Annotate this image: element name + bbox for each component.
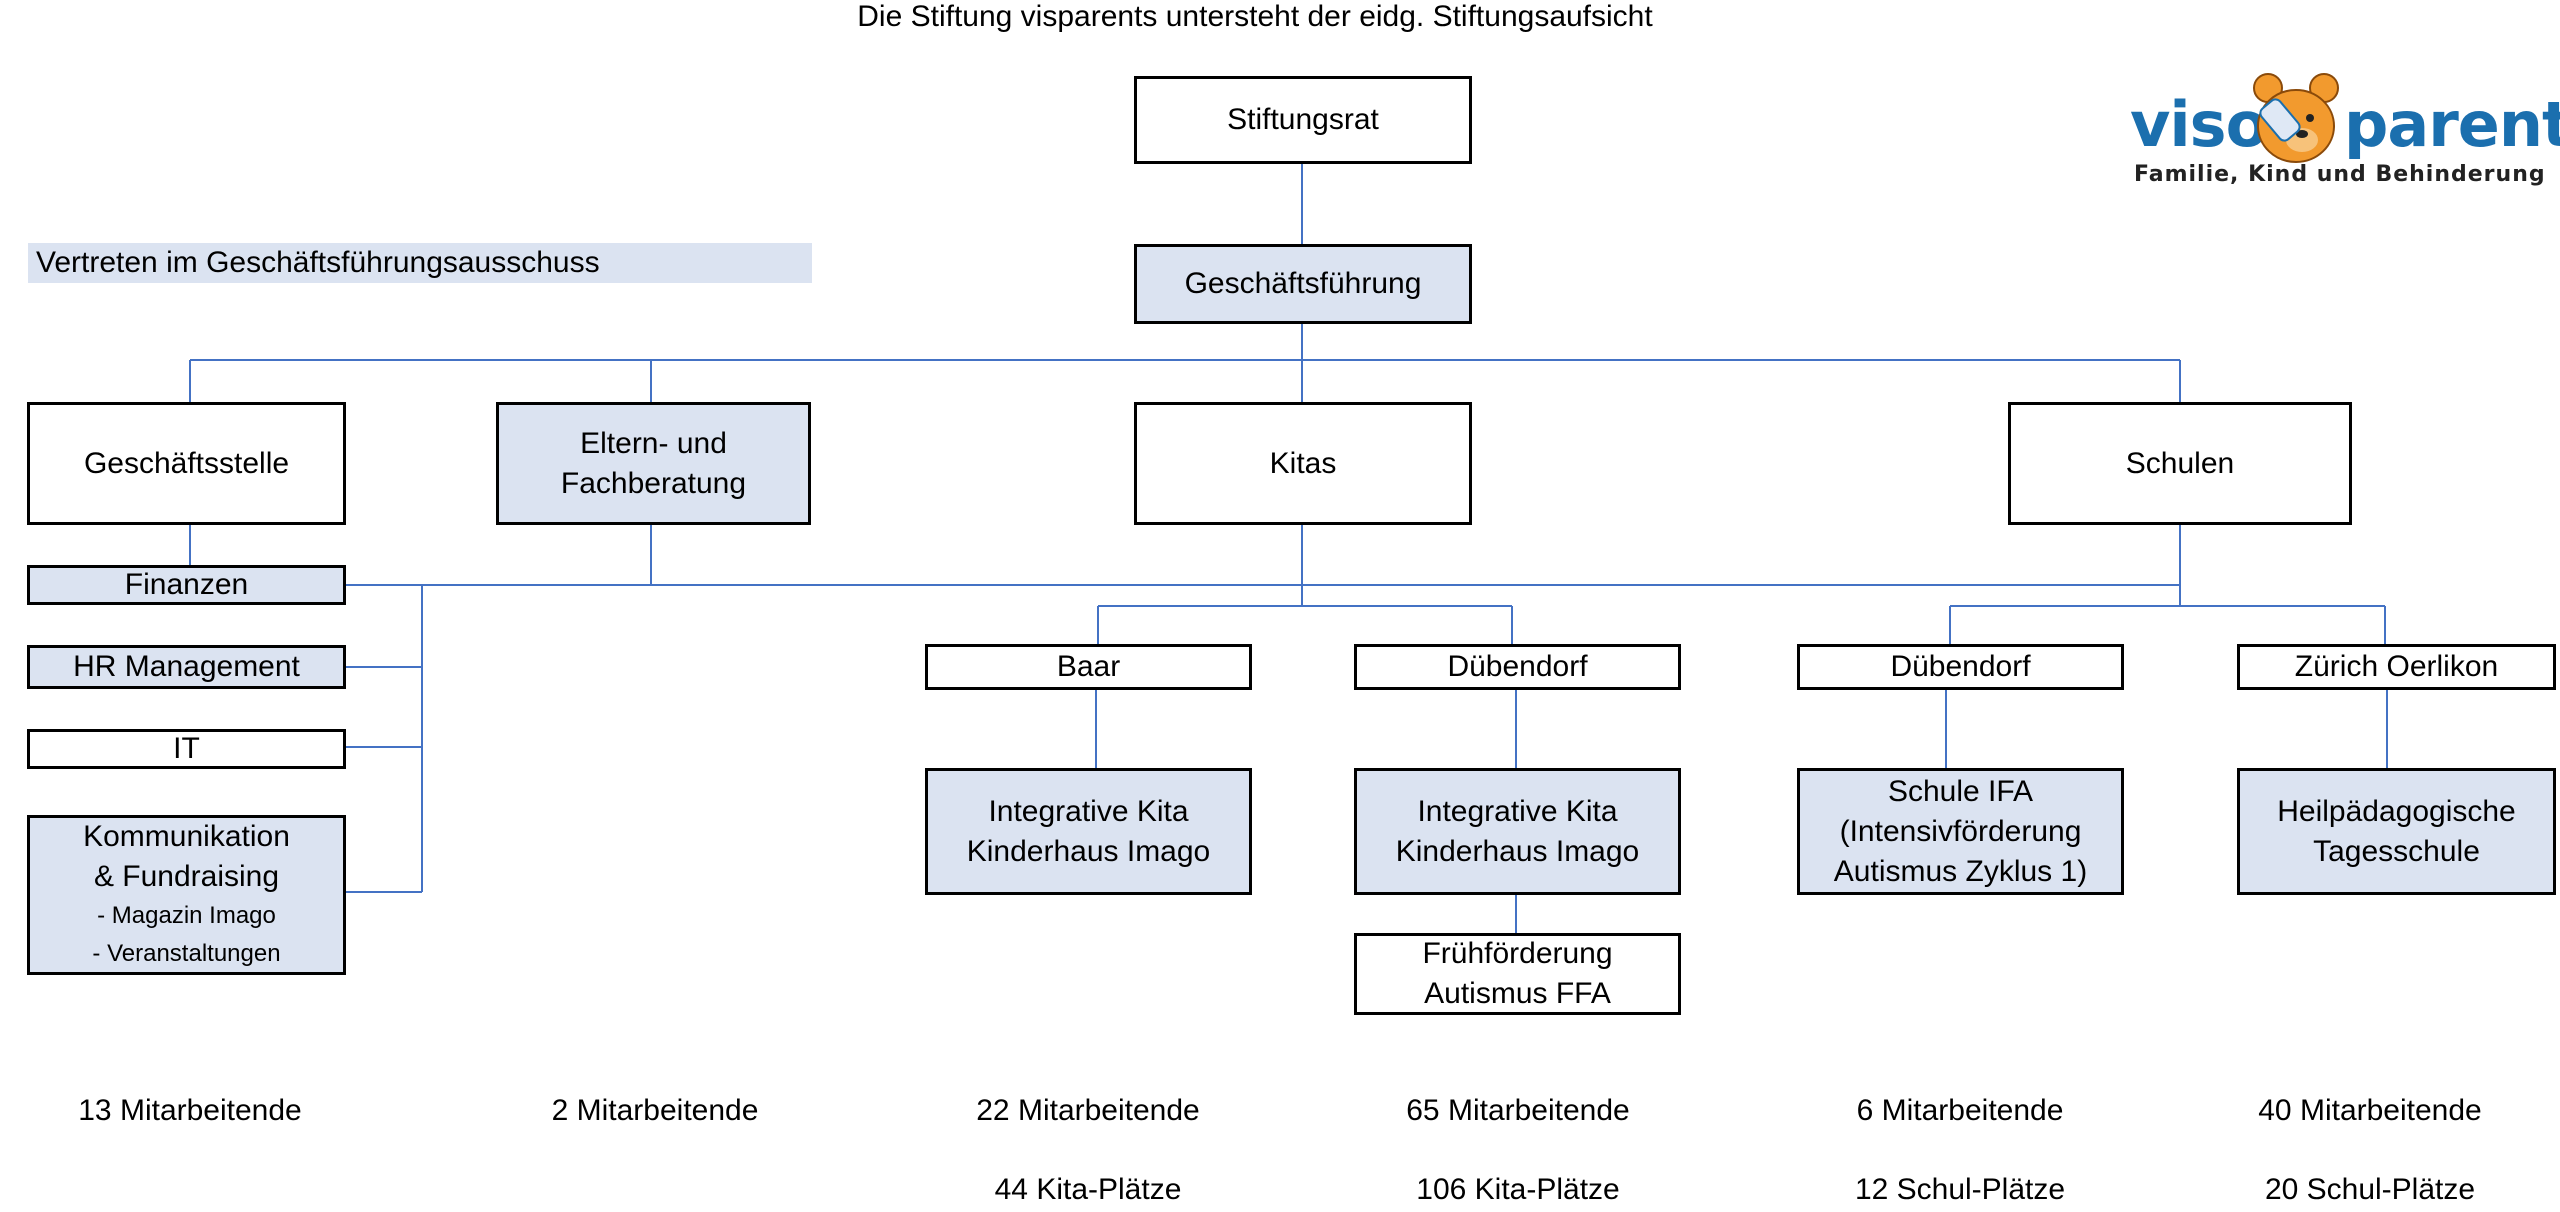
label-it: IT: [173, 732, 200, 765]
label-ffa-line2: Autismus FFA: [1424, 977, 1611, 1010]
stat-beratung-staff: 2 Mitarbeitende: [551, 1094, 759, 1127]
box-eltern-fachberatung: Eltern- und Fachberatung: [496, 402, 811, 525]
label-beratung-line2: Fachberatung: [560, 466, 747, 500]
logo-word-left: viso: [2130, 88, 2268, 161]
label-location-baar: Baar: [1056, 650, 1121, 683]
logo-tagline: Familie, Kind und Behinderung: [2134, 162, 2546, 187]
box-kitas: Kitas: [1134, 402, 1472, 525]
label-finanzen: Finanzen: [124, 568, 249, 601]
stat-duebendorf-kita-staff: 65 Mitarbeitende: [1406, 1094, 1630, 1127]
box-kita-baar: Integrative Kita Kinderhaus Imago: [925, 768, 1252, 895]
box-it: IT: [27, 729, 346, 769]
label-komm-sub2: - Veranstaltungen: [92, 940, 281, 967]
label-komm-sub1: - Magazin Imago: [97, 902, 276, 929]
box-location-duebendorf-kita: Dübendorf: [1354, 644, 1681, 690]
visoparents-logo: viso parents Familie, Kind und Behinderu…: [2128, 70, 2560, 200]
box-geschaeftsstelle: Geschäftsstelle: [27, 402, 346, 525]
logo-word-right: parents: [2344, 88, 2560, 161]
box-fruehfoerderung-ffa: Frühförderung Autismus FFA: [1354, 933, 1681, 1015]
stat-duebendorf-kita-places: 106 Kita-Plätze: [1416, 1173, 1620, 1206]
label-kita-baar-line2: Kinderhaus Imago: [966, 834, 1211, 868]
stat-zuerich-places: 20 Schul-Plätze: [2264, 1173, 2476, 1206]
label-kita-due-line1: Integrative Kita: [1417, 794, 1618, 828]
label-kita-due-line2: Kinderhaus Imago: [1395, 834, 1640, 868]
label-geschaeftsstelle: Geschäftsstelle: [83, 446, 290, 480]
box-kita-duebendorf: Integrative Kita Kinderhaus Imago: [1354, 768, 1681, 895]
label-hr-management: HR Management: [73, 650, 300, 683]
label-ffa-line1: Frühförderung: [1422, 937, 1613, 970]
box-stiftungsrat: Stiftungsrat: [1134, 76, 1472, 164]
label-komm-line1: Kommunikation: [83, 820, 290, 853]
label-stiftungsrat: Stiftungsrat: [1227, 103, 1379, 136]
legend-management-committee: Vertreten im Geschäftsführungsausschuss: [28, 243, 812, 283]
label-kita-baar-line1: Integrative Kita: [988, 794, 1189, 828]
label-location-duebendorf-schule: Dübendorf: [1890, 650, 2031, 683]
box-location-zuerich-oerlikon: Zürich Oerlikon: [2237, 644, 2556, 690]
label-hps-line1: Heilpädagogische: [2277, 794, 2516, 828]
label-ifa-line2: (Intensivförderung: [1839, 814, 2082, 848]
stat-geschaeftsstelle-staff: 13 Mitarbeitende: [78, 1094, 302, 1127]
label-beratung-line1: Eltern- und: [580, 426, 727, 460]
label-ifa-line3: Autismus Zyklus 1): [1833, 854, 2088, 888]
box-geschaeftsfuehrung: Geschäftsführung: [1134, 244, 1472, 324]
stat-baar-staff: 22 Mitarbeitende: [976, 1094, 1200, 1127]
stat-zuerich-staff: 40 Mitarbeitende: [2258, 1094, 2482, 1127]
box-location-baar: Baar: [925, 644, 1252, 690]
label-location-zuerich-oerlikon: Zürich Oerlikon: [2294, 650, 2499, 683]
box-finanzen: Finanzen: [27, 565, 346, 605]
box-kommunikation-fundraising: Kommunikation & Fundraising - Magazin Im…: [27, 815, 346, 975]
page-title: Die Stiftung visparents untersteht der e…: [857, 0, 1653, 33]
label-schulen: Schulen: [2125, 446, 2235, 480]
label-ifa-line1: Schule IFA: [1887, 774, 2034, 808]
label-location-duebendorf-kita: Dübendorf: [1447, 650, 1588, 683]
label-hps-line2: Tagesschule: [2313, 834, 2480, 868]
box-hr-management: HR Management: [27, 645, 346, 689]
label-kitas: Kitas: [1269, 446, 1337, 480]
stat-duebendorf-schule-staff: 6 Mitarbeitende: [1856, 1094, 2064, 1127]
box-heilpaedagogische-tagesschule: Heilpädagogische Tagesschule: [2237, 768, 2556, 895]
bear-icon: [2253, 73, 2339, 163]
label-komm-line2: & Fundraising: [93, 860, 280, 893]
stat-baar-places: 44 Kita-Plätze: [994, 1173, 1182, 1206]
box-location-duebendorf-schule: Dübendorf: [1797, 644, 2124, 690]
stat-duebendorf-schule-places: 12 Schul-Plätze: [1854, 1173, 2066, 1206]
box-schulen: Schulen: [2008, 402, 2352, 525]
label-geschaeftsfuehrung: Geschäftsführung: [1184, 267, 1422, 300]
box-schule-ifa: Schule IFA (Intensivförderung Autismus Z…: [1797, 768, 2124, 895]
